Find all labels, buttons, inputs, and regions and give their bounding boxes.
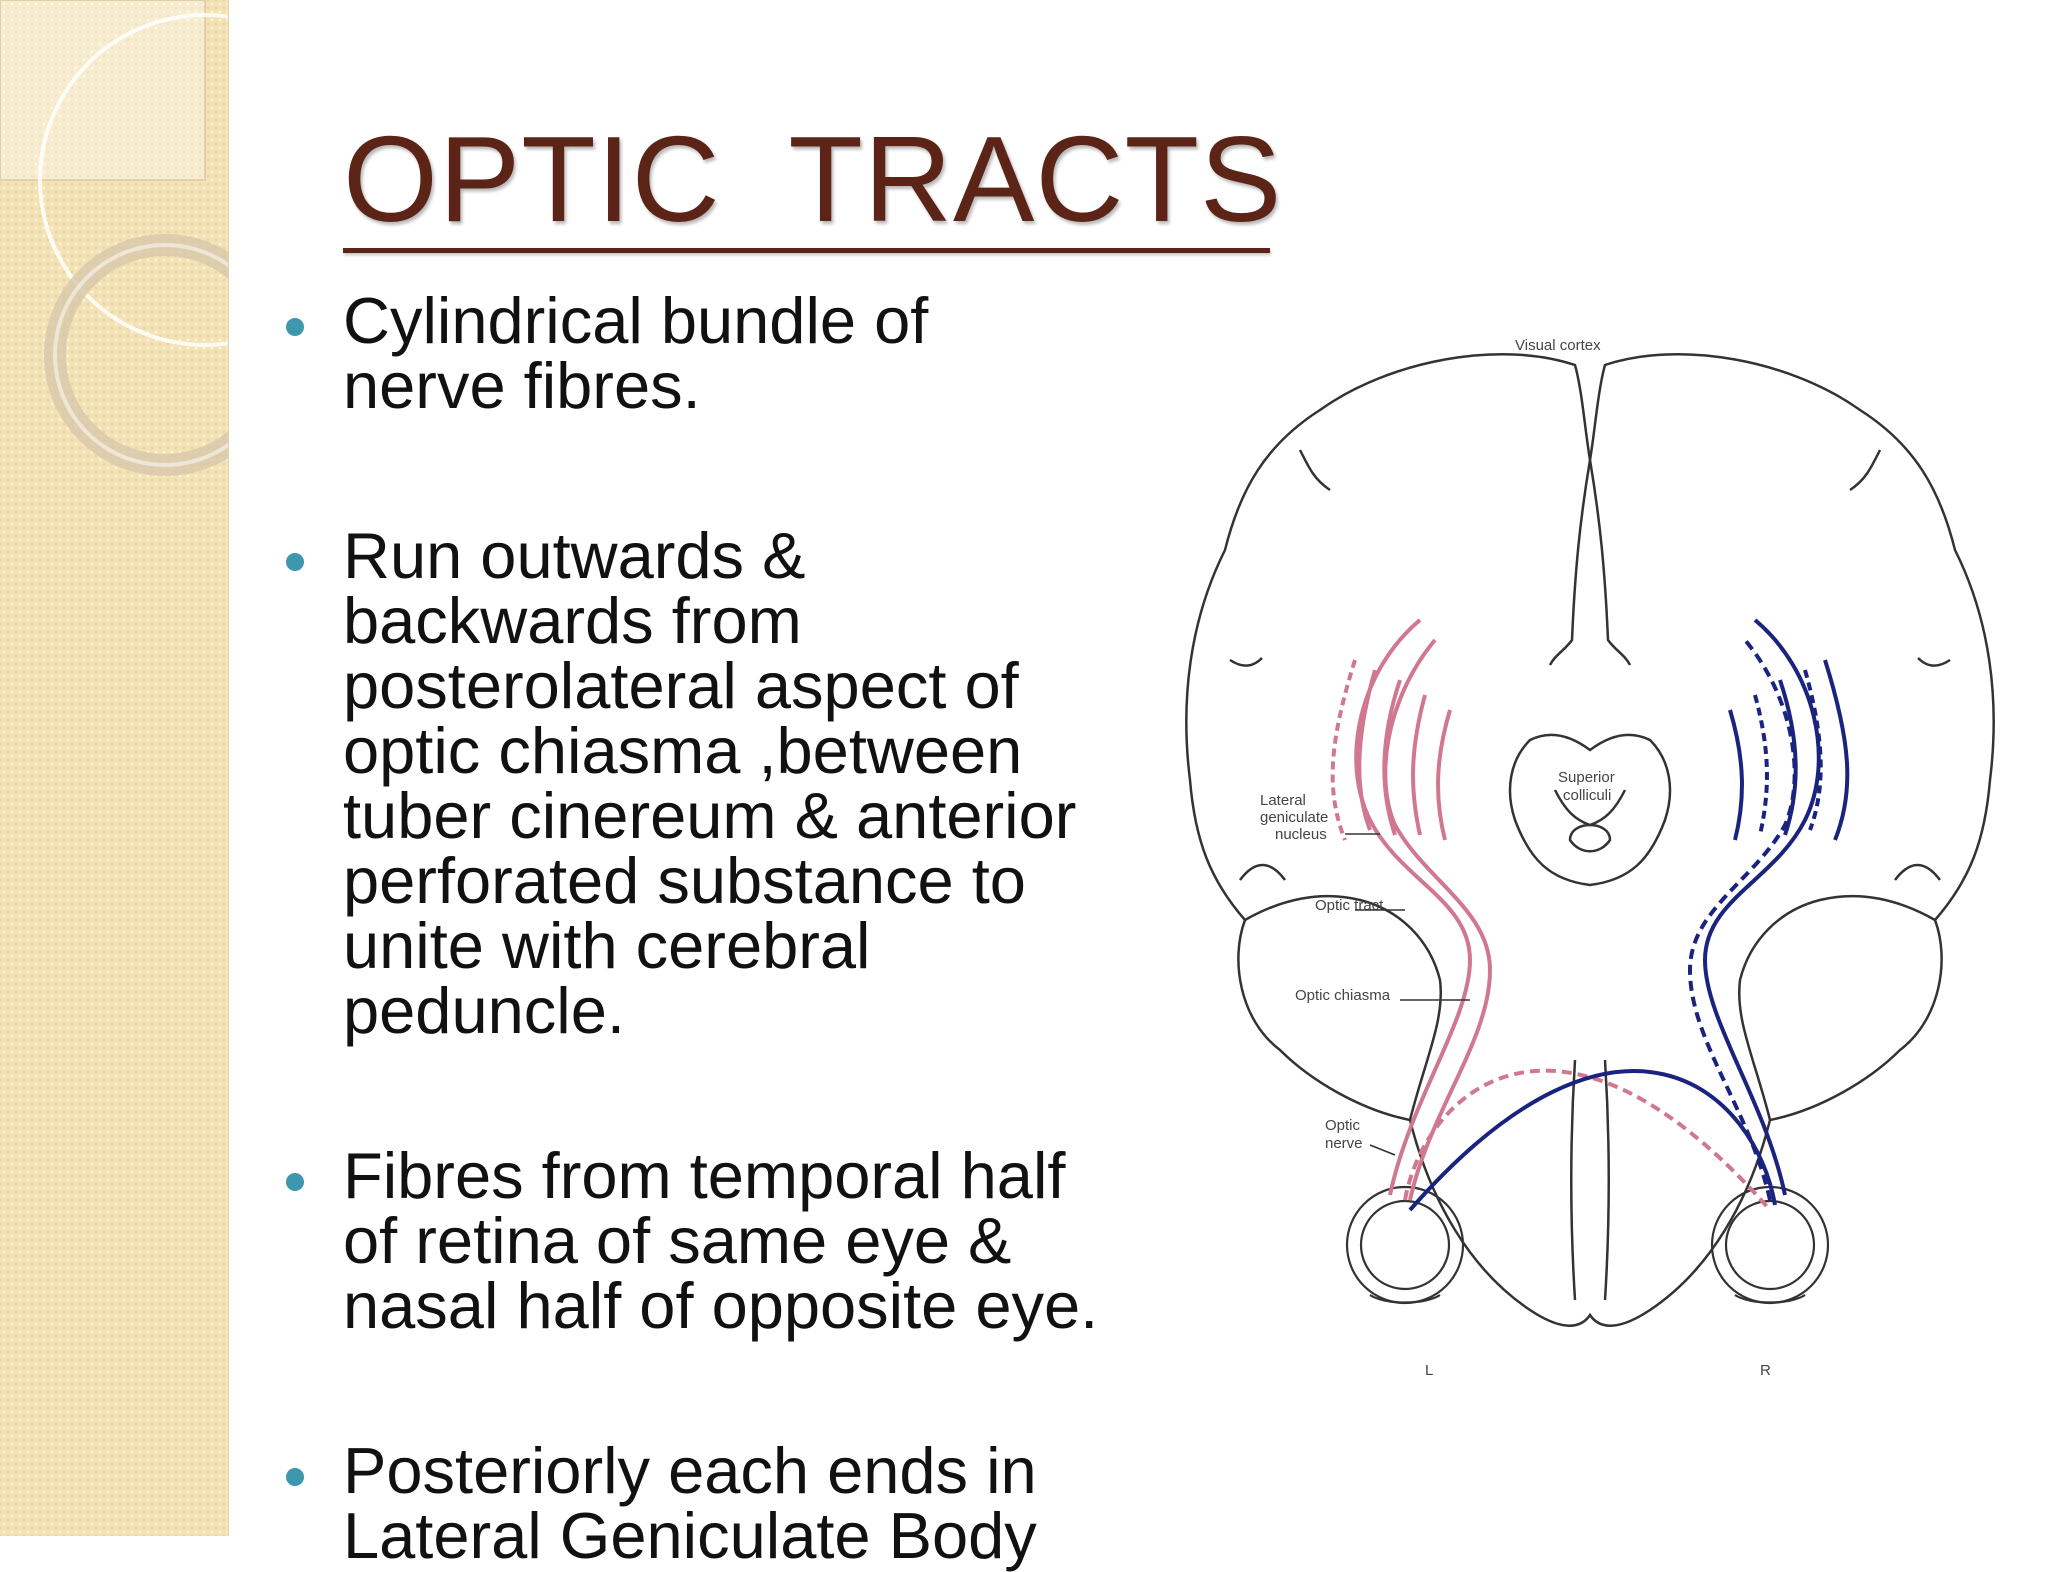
right-visual-pathway — [1408, 618, 1850, 1212]
bullet-dot-icon — [286, 553, 304, 571]
bullet-list: Cylindrical bundle of nerve fibres. Run … — [280, 288, 1180, 1568]
label-optic-tract: Optic tract — [1315, 897, 1384, 914]
visual-pathway-diagram: Visual cortex Lateral geniculate nucleus… — [1185, 337, 1995, 1379]
label-optic-chiasma: Optic chiasma — [1295, 987, 1391, 1004]
label-optic-nerve: Optic — [1325, 1117, 1361, 1134]
eyes — [1345, 1185, 1830, 1305]
bullet-text: Posteriorly each ends in Lateral Genicul… — [343, 1434, 1037, 1572]
label-left-eye: L — [1425, 1362, 1433, 1379]
slide-title: OPTIC TRACTS — [343, 111, 1283, 247]
left-visual-pathway — [1330, 618, 1772, 1212]
label-right-eye: R — [1760, 1362, 1771, 1379]
brain-outline — [1185, 352, 1995, 1327]
bullet-dot-icon — [286, 1173, 304, 1191]
title-underline — [343, 248, 1270, 253]
label-lateral-geniculate: nucleus — [1275, 826, 1327, 843]
bullet-dot-icon — [286, 1468, 304, 1486]
bullet-dot-icon — [286, 318, 304, 336]
bullet-item: Posteriorly each ends in Lateral Genicul… — [280, 1438, 1180, 1568]
label-lateral-geniculate: geniculate — [1260, 809, 1328, 826]
diagram-labels: Visual cortex Lateral geniculate nucleus… — [1260, 337, 1771, 1379]
decorative-side-band — [0, 0, 229, 1536]
label-superior-colliculi: colliculi — [1563, 787, 1611, 804]
label-visual-cortex: Visual cortex — [1515, 337, 1601, 354]
bullet-text: Cylindrical bundle of nerve fibres. — [343, 284, 929, 422]
bullet-item: Run outwards & backwards from posterolat… — [280, 523, 1180, 1043]
bullet-text: Run outwards & backwards from posterolat… — [343, 519, 1077, 1047]
label-lateral-geniculate: Lateral — [1260, 792, 1306, 809]
decorative-circles — [0, 0, 228, 476]
label-optic-nerve: nerve — [1325, 1135, 1363, 1152]
bullet-item: Fibres from temporal half of retina of s… — [280, 1143, 1180, 1338]
bullet-text: Fibres from temporal half of retina of s… — [343, 1139, 1099, 1342]
label-leader-lines — [1345, 833, 1470, 1156]
label-superior-colliculi: Superior — [1558, 769, 1615, 786]
bullet-item: Cylindrical bundle of nerve fibres. — [280, 288, 1180, 418]
